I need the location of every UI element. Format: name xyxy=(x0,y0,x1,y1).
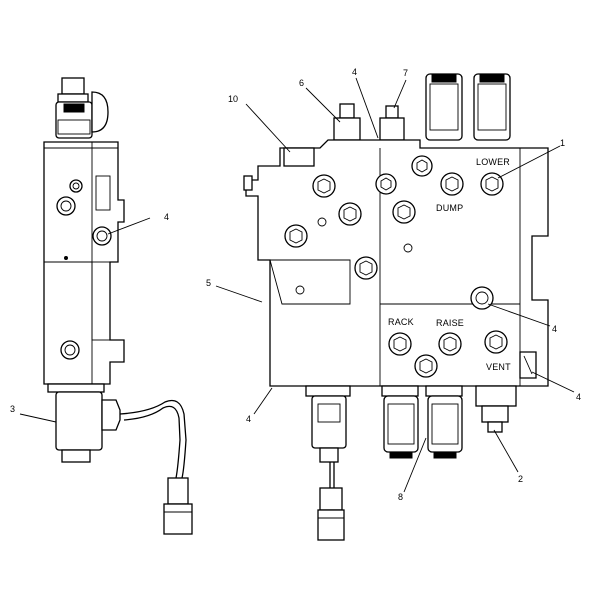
port-label-dump: DUMP xyxy=(436,203,463,213)
plug-c xyxy=(284,224,308,248)
plug-dump xyxy=(440,172,464,196)
leader-1 xyxy=(497,145,561,179)
valve-body xyxy=(245,139,549,387)
callout-10: 10 xyxy=(228,94,238,104)
leader-5 xyxy=(215,285,263,303)
side-view xyxy=(43,77,193,535)
plug-i xyxy=(414,354,438,378)
callout-6: 6 xyxy=(299,78,304,88)
side-top-nut xyxy=(61,77,85,95)
callout-4b: 4 xyxy=(352,67,357,77)
small-hole-2 xyxy=(403,243,413,253)
plug-d xyxy=(375,173,397,195)
port-label-raise: RAISE xyxy=(436,318,464,328)
leader-2 xyxy=(493,429,519,473)
leader-8 xyxy=(403,437,427,493)
bottom-solenoid-2 xyxy=(425,385,463,459)
callout-7: 7 xyxy=(403,68,408,78)
plug-h xyxy=(470,286,494,310)
side-bottom-coil xyxy=(55,391,103,451)
port-label-vent: VENT xyxy=(486,362,511,372)
plug-f xyxy=(392,200,416,224)
body-lower-step xyxy=(269,259,351,305)
side-top-collar xyxy=(57,93,89,103)
side-connector xyxy=(101,399,121,431)
callout-4e: 4 xyxy=(246,414,251,424)
side-body-slot xyxy=(91,261,111,341)
small-hole-1 xyxy=(317,217,327,227)
leader-lines xyxy=(19,77,575,493)
vent-fitting-mark xyxy=(523,355,533,375)
side-plug-3 xyxy=(60,340,80,360)
plug-g xyxy=(354,256,378,280)
side-plug-body xyxy=(167,477,189,505)
side-stud xyxy=(243,175,253,191)
top-solenoid-2 xyxy=(473,73,511,141)
side-plug-2 xyxy=(92,226,112,246)
callout-1: 1 xyxy=(560,138,565,148)
fitting-6 xyxy=(333,103,361,141)
callout-numbers: 4 3 10 6 4 7 1 5 4 4 4 8 2 xyxy=(10,67,581,502)
plug-rack xyxy=(388,332,412,356)
leader-7 xyxy=(393,79,407,109)
fitting-7 xyxy=(379,105,405,141)
callout-4a: 4 xyxy=(164,212,169,222)
bottom-fitting-2 xyxy=(475,385,517,433)
side-body-boss xyxy=(95,175,111,211)
plug-vent xyxy=(484,330,508,354)
leader-6 xyxy=(305,87,341,123)
port-label-lower: LOWER xyxy=(476,157,510,167)
callout-5: 5 xyxy=(206,278,211,288)
port-labels: LOWER DUMP RACK RAISE VENT xyxy=(388,157,511,372)
callout-3: 3 xyxy=(10,404,15,414)
leader-4d xyxy=(531,371,575,393)
top-solenoid-1 xyxy=(425,73,463,141)
port-label-rack: RACK xyxy=(388,317,414,327)
leader-4a xyxy=(107,217,151,235)
front-view xyxy=(243,73,549,541)
plug-e xyxy=(411,155,433,177)
side-top-cap xyxy=(91,91,109,133)
leader-4b xyxy=(355,77,379,139)
plug-a xyxy=(312,174,336,198)
leader-10 xyxy=(245,103,291,153)
side-top-hex xyxy=(63,103,85,113)
callout-2: 2 xyxy=(518,474,523,484)
leader-4e xyxy=(253,387,273,415)
side-bottom-collar xyxy=(47,383,105,393)
small-hole-3 xyxy=(295,285,305,295)
side-top-band xyxy=(57,119,91,135)
callout-4d: 4 xyxy=(576,392,581,402)
plug-raise xyxy=(438,332,462,356)
side-pin xyxy=(64,256,68,260)
bottom-solenoid-1 xyxy=(381,385,419,459)
side-wire xyxy=(119,399,187,479)
leader-3 xyxy=(19,413,57,423)
side-bottom-nut xyxy=(61,449,91,463)
side-plug-4 xyxy=(69,179,83,193)
plug-lower xyxy=(480,172,504,196)
side-body xyxy=(43,141,125,385)
side-wire-2 xyxy=(123,405,181,479)
body-top-boss xyxy=(283,147,315,167)
callout-8: 8 xyxy=(398,492,403,502)
callout-4c: 4 xyxy=(552,324,557,334)
leader-4c xyxy=(487,303,551,327)
bottom-solenoid-left xyxy=(305,385,351,541)
plug-b xyxy=(338,202,362,226)
side-plug-end xyxy=(163,503,193,535)
side-plug-1 xyxy=(56,196,76,216)
